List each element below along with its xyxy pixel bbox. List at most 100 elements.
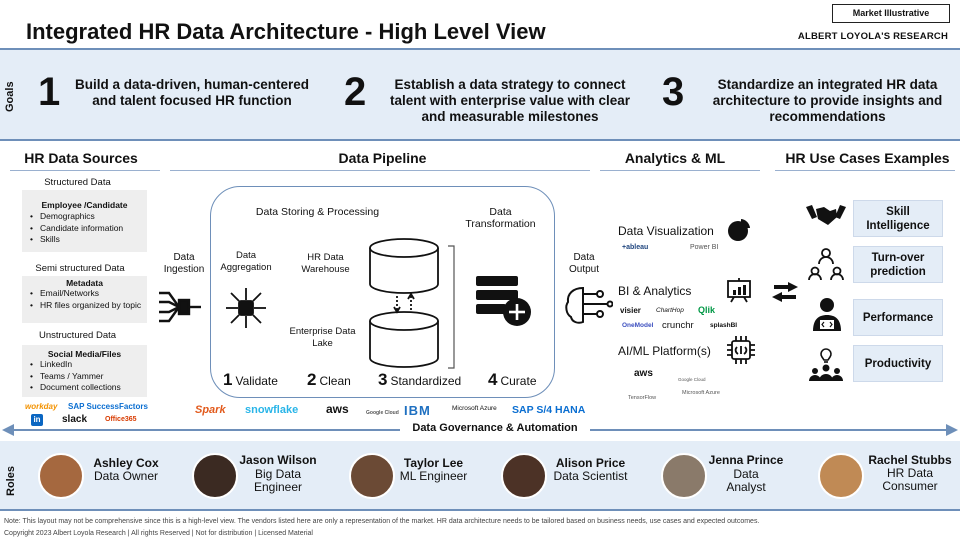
slack-logo: slack <box>62 414 88 425</box>
data-visualization-label: Data Visualization <box>618 224 714 238</box>
column-analytics-ml: Analytics & ML <box>624 150 726 166</box>
unstructured-heading: Social Media/Files <box>47 349 122 359</box>
onemodel-logo: OneModel <box>622 322 654 329</box>
step-label: Curate <box>500 374 537 388</box>
role-title: ML Engineer <box>399 469 468 483</box>
step-label: Clean <box>319 374 351 388</box>
database-cylinders-icon <box>369 238 439 368</box>
avatar <box>38 453 84 499</box>
list-item: Email/Networks <box>28 288 147 300</box>
data-ingestion-label: Data Ingestion <box>163 252 205 275</box>
google-cloud-logo: Google Cloud <box>366 410 399 416</box>
research-label: ALBERT LOYOLA'S RESEARCH <box>797 31 948 42</box>
crunchr-logo: crunchr <box>662 320 694 331</box>
usecase-productivity: Productivity <box>853 345 943 382</box>
usecase-turnover-prediction: Turn-over prediction <box>853 246 943 283</box>
governance-label: Data Governance & Automation <box>400 422 590 434</box>
people-network-icon <box>808 248 844 281</box>
list-item: Skills <box>28 234 147 246</box>
handshake-icon <box>806 205 846 225</box>
data-output-label: Data Output <box>568 252 600 275</box>
office365-logo: Office365 <box>105 416 137 423</box>
divider <box>600 170 760 171</box>
unstructured-data-title: Unstructured Data <box>38 330 117 341</box>
structured-data-box: Employee /Candidate Demographics Candida… <box>22 190 147 252</box>
aggregation-hub-icon <box>226 288 266 328</box>
list-item: Candidate information <box>28 223 147 235</box>
data-aggregation-label: Data Aggregation <box>220 250 272 273</box>
avatar <box>192 453 238 499</box>
step-label: Validate <box>235 374 278 388</box>
bi-analytics-label: BI & Analytics <box>618 284 692 298</box>
aws-logo: aws <box>326 402 349 416</box>
usecase-skill-intelligence: Skill Intelligence <box>853 200 943 237</box>
ingestion-funnel-icon <box>159 291 201 323</box>
role-name: Alison Price <box>555 456 626 470</box>
snowflake-logo: snowflake <box>245 404 299 416</box>
tensorflow-logo: TensorFlow <box>628 395 657 401</box>
semi-structured-data-title: Semi structured Data <box>35 263 125 274</box>
linkedin-logo: in <box>31 414 43 426</box>
role-title: Big Data Engineer <box>253 467 303 494</box>
idea-team-icon <box>809 348 843 381</box>
goal-2-number: 2 <box>344 70 367 114</box>
list-item: Document collections <box>28 382 147 394</box>
copyright: Copyright 2023 Albert Loyola Research | … <box>4 530 313 537</box>
unstructured-data-box: Social Media/Files LinkedIn Teams / Yamm… <box>22 345 147 397</box>
goal-2-text: Establish a data strategy to connect tal… <box>389 77 631 124</box>
brain-circuit-icon <box>565 286 613 324</box>
semi-heading: Metadata <box>66 278 103 288</box>
microsoft-azure-ml-logo: Microsoft Azure <box>682 390 720 396</box>
developer-icon <box>813 298 841 331</box>
visier-logo: visier <box>620 306 641 315</box>
ai-chip-icon <box>727 336 755 364</box>
role-name: Rachel Stubbs <box>868 453 952 467</box>
enterprise-data-lake-label: Enterprise Data Lake <box>289 326 356 349</box>
structured-data-title: Structured Data <box>44 177 111 188</box>
roles-label: Roles <box>5 466 17 496</box>
tableau-logo: +ableau <box>622 244 649 251</box>
role-name: Ashley Cox <box>93 456 159 470</box>
pipeline-container <box>210 186 555 398</box>
column-hr-data-sources: HR Data Sources <box>24 150 138 166</box>
role-title: Data Scientist <box>553 469 628 483</box>
list-item: Teams / Yammer <box>28 371 147 383</box>
server-transform-icon <box>476 276 531 326</box>
semi-structured-data-box: Metadata Email/Networks HR files organiz… <box>22 276 147 323</box>
bracket <box>448 245 455 369</box>
goal-3-text: Standardize an integrated HR data archit… <box>712 77 943 124</box>
google-cloud-ml-logo: Google Cloud <box>678 377 706 382</box>
avatar <box>349 453 395 499</box>
data-transformation-label: Data Transformation <box>465 206 536 230</box>
microsoft-azure-logo: Microsoft Azure <box>452 405 497 412</box>
pie-chart-icon <box>728 219 750 241</box>
step-number: 3 <box>378 370 388 389</box>
aws-ml-logo: aws <box>634 368 653 379</box>
powerbi-logo: Power BI <box>690 244 719 251</box>
role-name: Taylor Lee <box>403 456 464 470</box>
storing-processing-label: Data Storing & Processing <box>255 206 380 218</box>
role-title: HR Data Consumer <box>882 466 938 493</box>
semi-list: Email/Networks HR files organized by top… <box>28 288 147 311</box>
presentation-chart-icon <box>727 278 751 303</box>
aiml-platforms-label: AI/ML Platform(s) <box>618 344 711 358</box>
goal-3-number: 3 <box>662 70 685 114</box>
role-title: Data Analyst <box>726 467 766 494</box>
divider <box>170 170 590 171</box>
goal-1-number: 1 <box>38 70 61 114</box>
role-title: Data Owner <box>93 469 159 483</box>
page-title: Integrated HR Data Architecture - High L… <box>26 19 546 44</box>
role-name: Jason Wilson <box>239 453 317 467</box>
sap-hana-logo: SAP S/4 HANA <box>512 404 586 416</box>
role-name: Jenna Prince <box>708 453 784 467</box>
avatar <box>818 453 864 499</box>
goals-label: Goals <box>4 81 16 112</box>
column-hr-use-cases: HR Use Cases Examples <box>785 150 950 166</box>
charthop-logo: ChartHop <box>656 307 684 314</box>
step-number: 4 <box>488 370 498 389</box>
workday-logo: workday <box>25 402 58 411</box>
